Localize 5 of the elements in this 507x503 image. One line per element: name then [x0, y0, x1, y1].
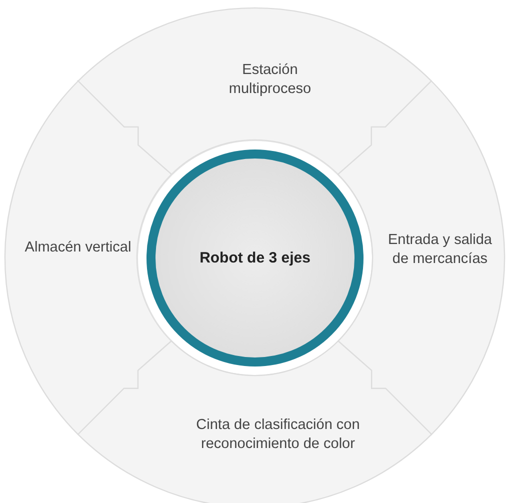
node-label: Robot de 3 ejes [198, 248, 312, 268]
node-label: Cinta de clasificación con reconocimiento de color [195, 416, 361, 454]
node-label: Estación multiproceso [228, 60, 312, 99]
node-label: Entrada y salida de mercancías [386, 230, 493, 269]
node-label: Almacén vertical [24, 238, 132, 258]
